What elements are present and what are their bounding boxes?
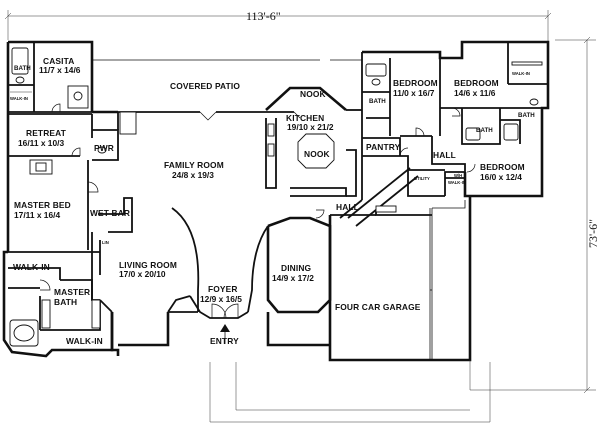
living-room-size: 17/0 x 20/10 <box>119 269 166 279</box>
garage-label: FOUR CAR GARAGE <box>335 302 421 312</box>
walkin-master-1-label: WALK-IN <box>13 262 50 272</box>
foyer-size: 12/9 x 16/5 <box>200 294 242 304</box>
casita-size: 11/7 x 14/6 <box>39 65 81 75</box>
casita-bath-label: BATH <box>14 65 31 72</box>
master-bath-label-1: MASTER <box>54 287 90 297</box>
bedroom-1-label: BEDROOM <box>393 78 438 88</box>
kitchen-label: KITCHEN <box>286 113 324 123</box>
overall-depth-dimension: 73'-6" <box>470 36 600 394</box>
retreat-label: RETREAT <box>26 128 67 138</box>
nook-patio-label: NOOK <box>300 89 326 99</box>
interior-walls <box>8 42 548 331</box>
foyer-label: FOYER <box>208 284 238 294</box>
utility-label: UTILITY <box>414 176 430 181</box>
walkin-b2-label: WALK-IN <box>512 71 530 76</box>
hall-center-label: HALL <box>336 202 359 212</box>
entry-label: ENTRY <box>210 336 239 346</box>
bath-b1-label: BATH <box>369 98 386 105</box>
walkin-master-2-label: WALK-IN <box>66 336 103 346</box>
bath-b2-label: BATH <box>476 127 493 134</box>
bedroom-1-size: 11/0 x 16/7 <box>393 88 435 98</box>
fixtures <box>9 47 543 347</box>
bedroom-2-size: 14/6 x 11/6 <box>454 88 496 98</box>
master-bed-label: MASTER BED <box>14 200 71 210</box>
dining-size: 14/9 x 17/2 <box>272 273 314 283</box>
bedroom-3-size: 16/0 x 12/4 <box>480 172 522 182</box>
overall-width-dimension: 113'-6" <box>4 9 552 52</box>
living-room-label: LIVING ROOM <box>119 260 177 270</box>
bedroom-3-label: BEDROOM <box>480 162 525 172</box>
linen-label: LIN <box>102 240 109 245</box>
doors <box>39 103 476 319</box>
family-room-size: 24/8 x 19/3 <box>172 170 214 180</box>
covered-patio-label: COVERED PATIO <box>170 81 240 91</box>
wh-label: W/H <box>454 173 462 178</box>
wet-bar-label: WET BAR <box>90 208 130 218</box>
retreat-size: 16/11 x 10/3 <box>18 138 64 148</box>
casita-label: CASITA <box>43 56 74 66</box>
dining-label: DINING <box>281 263 311 273</box>
hall-east-label: HALL <box>433 150 456 160</box>
kitchen-size: 19/10 x 21/2 <box>287 122 334 132</box>
entry-arrow <box>220 324 230 344</box>
pantry-label: PANTRY <box>366 142 401 152</box>
bedroom-2-label: BEDROOM <box>454 78 499 88</box>
room-labels: CASITA 11/7 x 14/6 BATH WALK-IN COVERED … <box>10 56 535 346</box>
depth-dimension-label: 73'-6" <box>586 219 600 248</box>
pwr-label: PWR <box>94 143 114 153</box>
width-dimension-label: 113'-6" <box>246 9 281 23</box>
master-bed-size: 17/11 x 16/4 <box>14 210 60 220</box>
kitchen-nook-label: NOOK <box>304 149 330 159</box>
master-bath-label-2: BATH <box>54 297 77 307</box>
walkin-b3-label: WALK-IN <box>448 180 466 185</box>
casita-walkin-label: WALK-IN <box>10 96 28 101</box>
bath-b3-label: BATH <box>518 112 535 119</box>
family-room-label: FAMILY ROOM <box>164 160 224 170</box>
